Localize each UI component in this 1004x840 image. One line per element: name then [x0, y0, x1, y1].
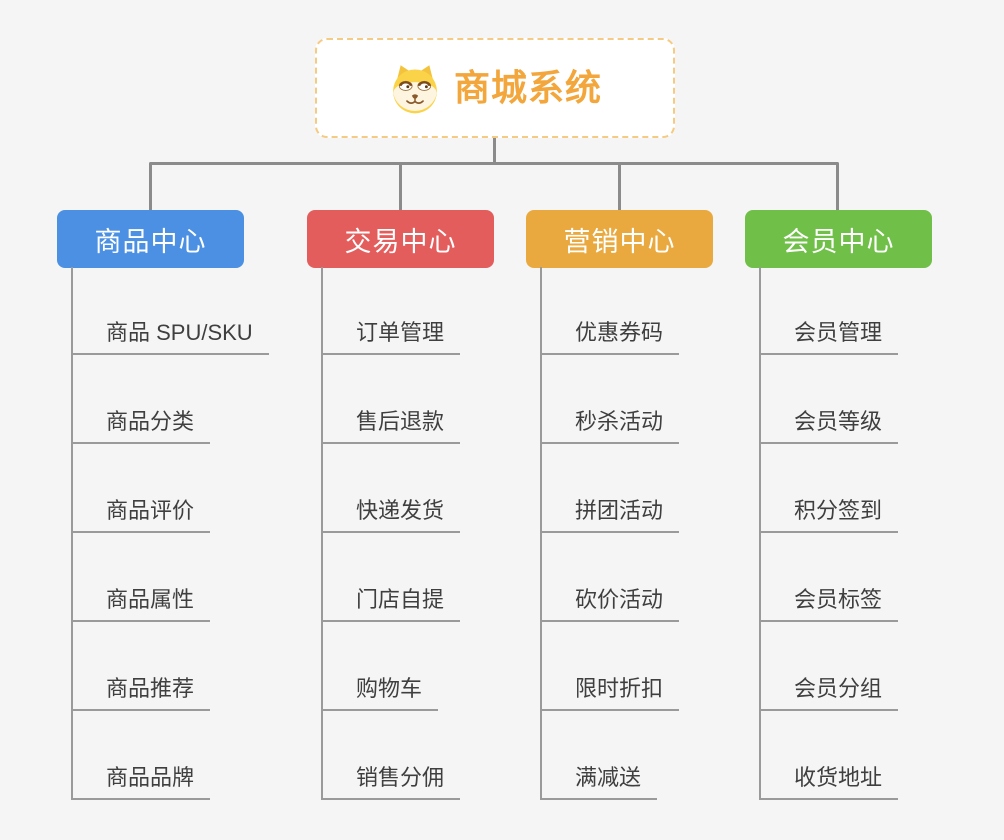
leaf-node-flash-sale[interactable]: 秒杀活动: [541, 408, 680, 444]
leaf-node-group-buy[interactable]: 拼团活动: [541, 497, 680, 533]
connector-drop-product: [149, 164, 152, 210]
branch-node-marketing-center[interactable]: 营销中心: [526, 210, 713, 268]
root-title: 商城系统: [453, 67, 602, 108]
leaf-node-store-pickup[interactable]: 门店自提: [322, 586, 461, 622]
leaf-node-member-group[interactable]: 会员分组: [760, 675, 899, 711]
leaf-node-coupon-code[interactable]: 优惠券码: [541, 319, 680, 355]
connector-drop-trade: [399, 164, 402, 210]
branch-vertical-line: [71, 267, 73, 800]
leaf-node-product-attribute[interactable]: 商品属性: [72, 586, 211, 622]
leaf-column-member-center: 会员管理 会员等级 积分签到 会员标签 会员分组 收货地址: [759, 266, 899, 800]
leaf-node-product-brand[interactable]: 商品品牌: [72, 764, 211, 800]
leaf-column-trade-center: 订单管理 售后退款 快递发货 门店自提 购物车 销售分佣: [321, 266, 461, 800]
branch-vertical-line: [540, 267, 542, 800]
leaf-node-product-category[interactable]: 商品分类: [72, 408, 211, 444]
leaf-node-product-recommend[interactable]: 商品推荐: [72, 675, 211, 711]
shiba-dog-icon: [388, 61, 442, 115]
branch-node-member-center[interactable]: 会员中心: [745, 210, 932, 268]
leaf-node-product-review[interactable]: 商品评价: [72, 497, 211, 533]
leaf-column-product-center: 商品 SPU/SKU 商品分类 商品评价 商品属性 商品推荐 商品品牌: [71, 266, 269, 800]
leaf-node-member-management[interactable]: 会员管理: [760, 319, 899, 355]
leaf-node-order-management[interactable]: 订单管理: [322, 319, 461, 355]
branch-vertical-line: [321, 267, 323, 800]
branch-node-trade-center[interactable]: 交易中心: [307, 210, 494, 268]
connector-drop-marketing: [618, 164, 621, 210]
leaf-column-marketing-center: 优惠券码 秒杀活动 拼团活动 砍价活动 限时折扣 满减送: [540, 266, 680, 800]
root-node-mall-system[interactable]: 商城系统: [315, 38, 675, 138]
branch-node-product-center[interactable]: 商品中心: [57, 210, 244, 268]
leaf-node-limited-time-discount[interactable]: 限时折扣: [541, 675, 680, 711]
leaf-node-points-checkin[interactable]: 积分签到: [760, 497, 899, 533]
connector-root-stub: [493, 138, 496, 164]
leaf-node-shipping-address[interactable]: 收货地址: [760, 764, 899, 800]
leaf-node-sales-commission[interactable]: 销售分佣: [322, 764, 461, 800]
leaf-node-member-level[interactable]: 会员等级: [760, 408, 899, 444]
leaf-node-aftersale-refund[interactable]: 售后退款: [322, 408, 461, 444]
leaf-node-shopping-cart[interactable]: 购物车: [322, 675, 439, 711]
leaf-node-product-spu-sku[interactable]: 商品 SPU/SKU: [72, 319, 269, 355]
branch-vertical-line: [759, 267, 761, 800]
leaf-node-bargain-activity[interactable]: 砍价活动: [541, 586, 680, 622]
leaf-node-express-shipping[interactable]: 快递发货: [322, 497, 461, 533]
leaf-node-spend-and-save[interactable]: 满减送: [541, 764, 658, 800]
connector-drop-member: [836, 164, 839, 210]
connector-horizontal-bar: [149, 162, 839, 165]
leaf-node-member-tag[interactable]: 会员标签: [760, 586, 899, 622]
